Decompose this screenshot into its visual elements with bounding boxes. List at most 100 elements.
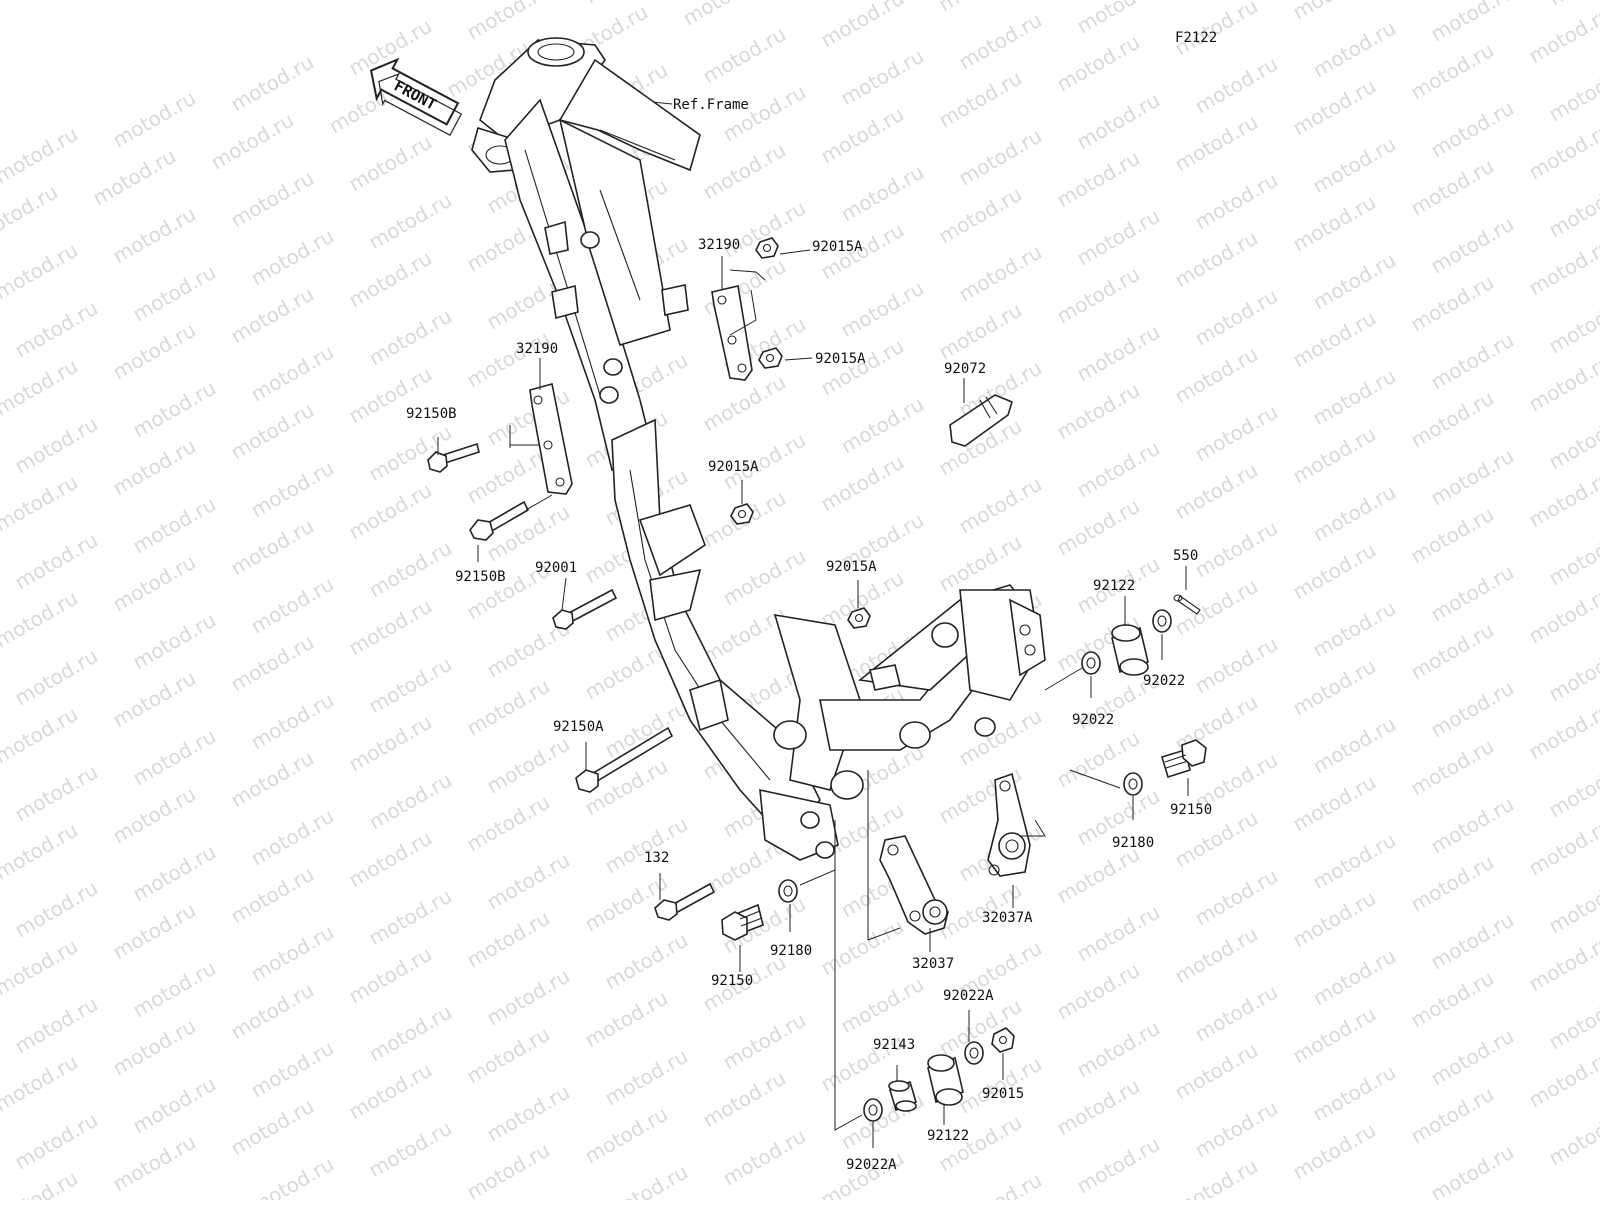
label-92143[interactable]: 92143 — [873, 1037, 915, 1053]
watermark-text: motod.ru — [699, 1066, 790, 1133]
watermark-text: motod.ru — [935, 298, 1026, 365]
watermark-text: motod.ru — [1289, 74, 1380, 141]
watermark-text: motod.ru — [1289, 0, 1380, 24]
label-92122-lower[interactable]: 92122 — [927, 1128, 969, 1144]
label-92180-left[interactable]: 92180 — [770, 943, 812, 959]
watermark-text: motod.ru — [247, 340, 338, 407]
label-92072[interactable]: 92072 — [944, 361, 986, 377]
watermark-text: motod.ru — [817, 914, 908, 981]
label-92180-right[interactable]: 92180 — [1112, 835, 1154, 851]
label-92022A-top[interactable]: 92022A — [943, 988, 994, 1004]
watermark-text: motod.ru — [483, 848, 574, 915]
watermark-text: motod.ru — [247, 688, 338, 755]
label-550[interactable]: 550 — [1173, 548, 1198, 564]
watermark-text: motod.ru — [1191, 168, 1282, 235]
watermark-text: motod.ru — [365, 1116, 456, 1183]
watermark-text: motod.ru — [463, 1138, 554, 1200]
watermark-text: motod.ru — [837, 972, 928, 1039]
watermark-text: motod.ru — [1289, 654, 1380, 721]
label-92001[interactable]: 92001 — [535, 560, 577, 576]
watermark-text: motod.ru — [1171, 1154, 1262, 1200]
watermark-text: motod.ru — [227, 1094, 318, 1161]
watermark-text: motod.ru — [719, 80, 810, 147]
watermark-text: motod.ru — [463, 790, 554, 857]
watermark-text: motod.ru — [1427, 676, 1518, 743]
label-92015[interactable]: 92015 — [982, 1086, 1024, 1102]
watermark-text: motod.ru — [1073, 1016, 1164, 1083]
watermark-text: motod.ru — [109, 782, 200, 849]
label-92150A[interactable]: 92150A — [553, 719, 604, 735]
label-92022-outer[interactable]: 92022 — [1143, 673, 1185, 689]
label-32190-upper[interactable]: 32190 — [698, 237, 740, 253]
watermark-text: motod.ru — [0, 934, 82, 1001]
watermark-text: motod.ru — [345, 1058, 436, 1125]
label-92150-left[interactable]: 92150 — [711, 973, 753, 989]
watermark-text: motod.ru — [1407, 618, 1498, 685]
watermark-text: motod.ru — [1171, 342, 1262, 409]
watermark-text: motod.ru — [955, 124, 1046, 191]
watermark-text: motod.ru — [1427, 908, 1518, 975]
watermark-text: motod.ru — [1427, 560, 1518, 627]
watermark-text: motod.ru — [1407, 270, 1498, 337]
watermark-text: motod.ru — [0, 586, 82, 653]
watermark-text: motod.ru — [955, 472, 1046, 539]
watermark-text: motod.ru — [129, 376, 220, 443]
label-92022A-bottom[interactable]: 92022A — [846, 1157, 897, 1173]
watermark-text: motod.ru — [483, 1080, 574, 1147]
watermark-text: motod.ru — [1289, 886, 1380, 953]
watermark-text: motod.ru — [207, 108, 298, 175]
washer-92180-right-drawing — [1124, 773, 1142, 795]
watermark-text: motod.ru — [1191, 1096, 1282, 1163]
watermark-text: motod.ru — [1073, 1132, 1164, 1199]
watermark-text: motod.ru — [1407, 502, 1498, 569]
label-92022-inner[interactable]: 92022 — [1072, 712, 1114, 728]
watermark-text: motod.ru — [1545, 872, 1600, 939]
watermark-text: motod.ru — [345, 826, 436, 893]
label-32037[interactable]: 32037 — [912, 956, 954, 972]
watermark-text: motod.ru — [0, 1050, 82, 1117]
watermark-text: motod.ru — [463, 906, 554, 973]
watermark-text: motod.ru — [227, 398, 318, 465]
watermark-text: motod.ru — [1525, 698, 1600, 765]
watermark-text: motod.ru — [1525, 2, 1600, 69]
watermark-text: motod.ru — [0, 238, 82, 305]
watermark-text: motod.ru — [1427, 444, 1518, 511]
watermark-text: motod.ru — [1427, 0, 1518, 46]
watermark-text: motod.ru — [227, 282, 318, 349]
watermark-text: motod.ru — [719, 1008, 810, 1075]
watermark-text: motod.ru — [345, 130, 436, 197]
watermark-text: motod.ru — [345, 594, 436, 661]
watermark-text: motod.ru — [935, 66, 1026, 133]
watermark-text: motod.ru — [227, 630, 318, 697]
watermark-text: motod.ru — [601, 812, 692, 879]
label-32190-lower[interactable]: 32190 — [516, 341, 558, 357]
label-92015A-upper-2[interactable]: 92015A — [815, 351, 866, 367]
watermark-text: motod.ru — [247, 920, 338, 987]
label-92015A-mid[interactable]: 92015A — [708, 459, 759, 475]
watermark-text: motod.ru — [1525, 582, 1600, 649]
watermark-text: motod.ru — [1309, 828, 1400, 895]
watermark-text: motod.ru — [1171, 110, 1262, 177]
figure-code: F2122 — [1175, 30, 1217, 46]
watermark-text: motod.ru — [227, 166, 318, 233]
watermark-text: motod.ru — [1073, 88, 1164, 155]
watermark-text: motod.ru — [109, 434, 200, 501]
label-92150-right[interactable]: 92150 — [1170, 802, 1212, 818]
watermark-text: motod.ru — [345, 710, 436, 777]
watermark-text: motod.ru — [1525, 1046, 1600, 1113]
watermark-text: motod.ru — [817, 102, 908, 169]
watermark-text: motod.ru — [935, 530, 1026, 597]
label-32037A[interactable]: 32037A — [982, 910, 1033, 926]
watermark-text: motod.ru — [1407, 154, 1498, 221]
label-92150B-1[interactable]: 92150B — [406, 406, 457, 422]
watermark-text: motod.ru — [365, 652, 456, 719]
watermark-text: motod.ru — [1191, 400, 1282, 467]
label-92150B-2[interactable]: 92150B — [455, 569, 506, 585]
watermark-text: motod.ru — [1171, 574, 1262, 641]
label-92015A-upper-1[interactable]: 92015A — [812, 239, 863, 255]
label-92122-rear[interactable]: 92122 — [1093, 578, 1135, 594]
watermark-text: motod.ru — [1309, 132, 1400, 199]
label-132[interactable]: 132 — [644, 850, 669, 866]
label-92015A-lower[interactable]: 92015A — [826, 559, 877, 575]
